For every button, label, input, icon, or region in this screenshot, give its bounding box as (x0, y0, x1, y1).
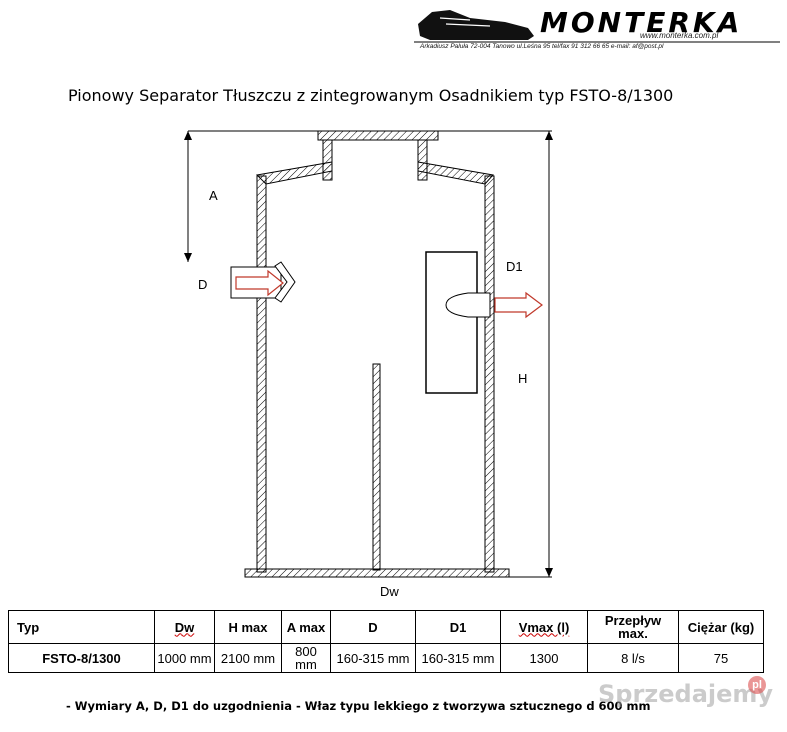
header-vmax: Vmax (l) (500, 610, 588, 644)
outlet-arrow (494, 291, 543, 319)
tank-wall-right (484, 175, 495, 573)
header-flow: Przepływ max. (587, 610, 679, 644)
outlet-pipe (445, 292, 491, 318)
table-header-row: Typ Dw H max A max D D1 Vmax (l) Przepły… (8, 610, 764, 644)
cell-weight: 75 (678, 643, 764, 673)
logo (410, 4, 782, 50)
cell-flow: 8 l/s (587, 643, 679, 673)
neck-wall-left (322, 139, 333, 181)
company-address: Arkadiusz Paluła 72-004 Tanowo ul.Leśna … (420, 43, 664, 50)
separator-diagram (184, 130, 553, 578)
label-dw: Dw (380, 584, 399, 599)
header-d1: D1 (415, 610, 501, 644)
label-a: A (209, 188, 218, 203)
header-dw: Dw (154, 610, 215, 644)
header-dw-label: Dw (174, 619, 195, 635)
page-title: Pionowy Separator Tłuszczu z zintegrowan… (68, 86, 674, 105)
cell-d: 160-315 mm (330, 643, 416, 673)
header-typ: Typ (8, 610, 155, 644)
label-d1: D1 (506, 259, 523, 274)
watermark-badge: pl (748, 676, 766, 694)
inlet-arrow (235, 269, 284, 297)
header-vmax-label: Vmax (l) (518, 619, 570, 635)
table-row: FSTO-8/1300 1000 mm 2100 mm 800 mm 160-3… (8, 643, 764, 673)
header-amax: A max (281, 610, 331, 644)
header-hmax: H max (214, 610, 282, 644)
cell-dw: 1000 mm (154, 643, 215, 673)
website: www.monterka.com.pl (640, 31, 719, 40)
header-weight: Ciężar (kg) (678, 610, 764, 644)
cell-hmax: 2100 mm (214, 643, 282, 673)
label-h: H (518, 371, 528, 386)
spec-table: Typ Dw H max A max D D1 Vmax (l) Przepły… (8, 610, 764, 673)
cell-d1: 160-315 mm (415, 643, 501, 673)
neck-wall-right (417, 139, 428, 181)
header-d: D (330, 610, 416, 644)
tank-wall-left (256, 175, 267, 573)
cell-amax: 800 mm (281, 643, 331, 673)
shoe-logo-icon (414, 10, 780, 43)
manhole-cover (317, 130, 439, 141)
shoulder-left (255, 161, 333, 185)
baffle (372, 363, 381, 571)
cell-typ: FSTO-8/1300 (8, 643, 155, 673)
footnote: - Wymiary A, D, D1 do uzgodnienia - Właz… (66, 699, 651, 713)
outlet-chamber (425, 251, 478, 394)
watermark: Sprzedajemy (598, 680, 774, 708)
label-d: D (198, 277, 208, 292)
brand-name: MONTERKA (540, 6, 743, 39)
inlet-elbow (274, 261, 296, 303)
shoulder-right (417, 161, 494, 185)
cell-vmax: 1300 (500, 643, 588, 673)
